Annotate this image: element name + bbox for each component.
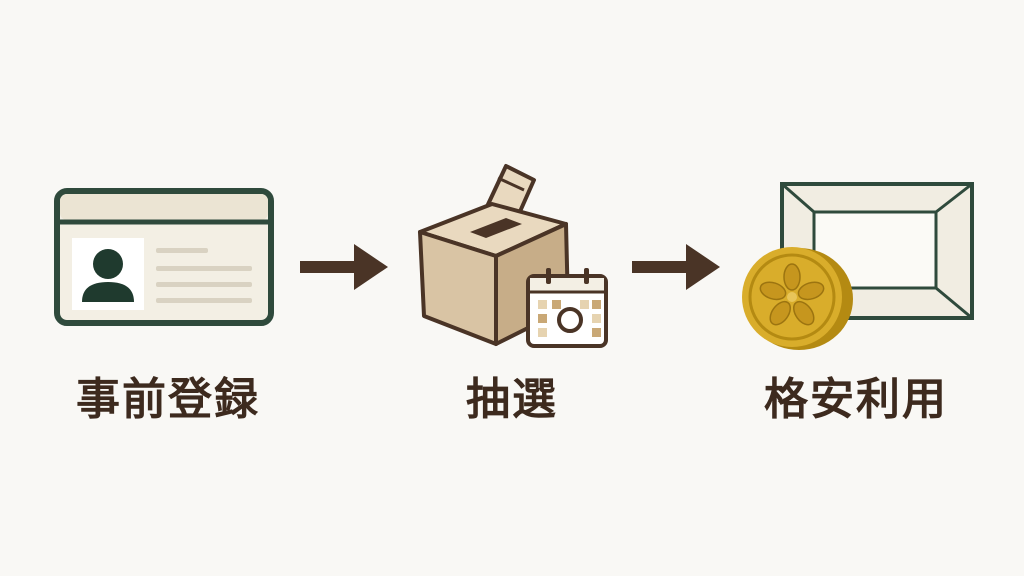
calendar-icon (526, 268, 608, 348)
id-card-icon (54, 188, 274, 326)
ballot-box-icon (418, 164, 608, 348)
step-label-lottery: 抽選 (466, 374, 558, 425)
cherry-blossom-icon (759, 263, 825, 326)
coin-icon (742, 247, 853, 350)
arrow-right-icon (300, 244, 388, 290)
step-label-discount-use: 格安利用 (764, 374, 948, 425)
step-label-register: 事前登録 (76, 374, 260, 425)
arrow-right-icon (632, 244, 720, 290)
coin-envelope-icon (742, 182, 974, 350)
envelope-icon (780, 182, 974, 320)
